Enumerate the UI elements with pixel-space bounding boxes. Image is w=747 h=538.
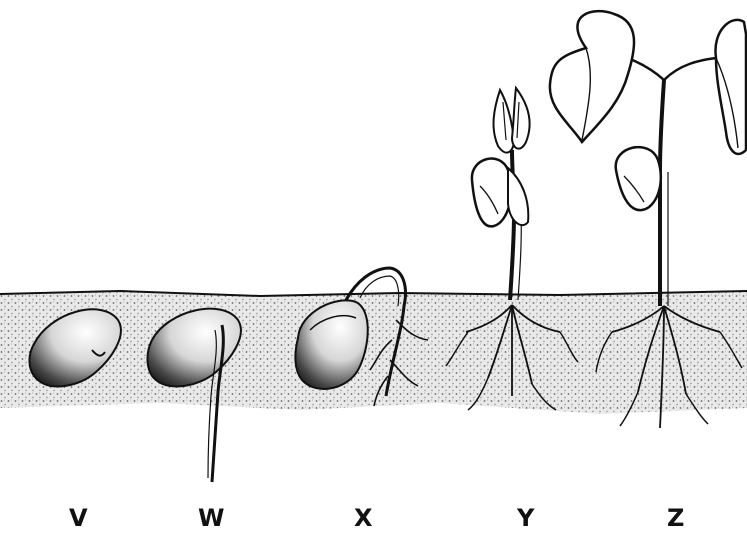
stage-label-w: W — [198, 506, 224, 530]
stage-label-y: Y — [517, 506, 534, 530]
stage-label-v: V — [69, 506, 88, 530]
stage-label-z: Z — [667, 506, 684, 530]
stage-label-x: X — [354, 506, 373, 530]
